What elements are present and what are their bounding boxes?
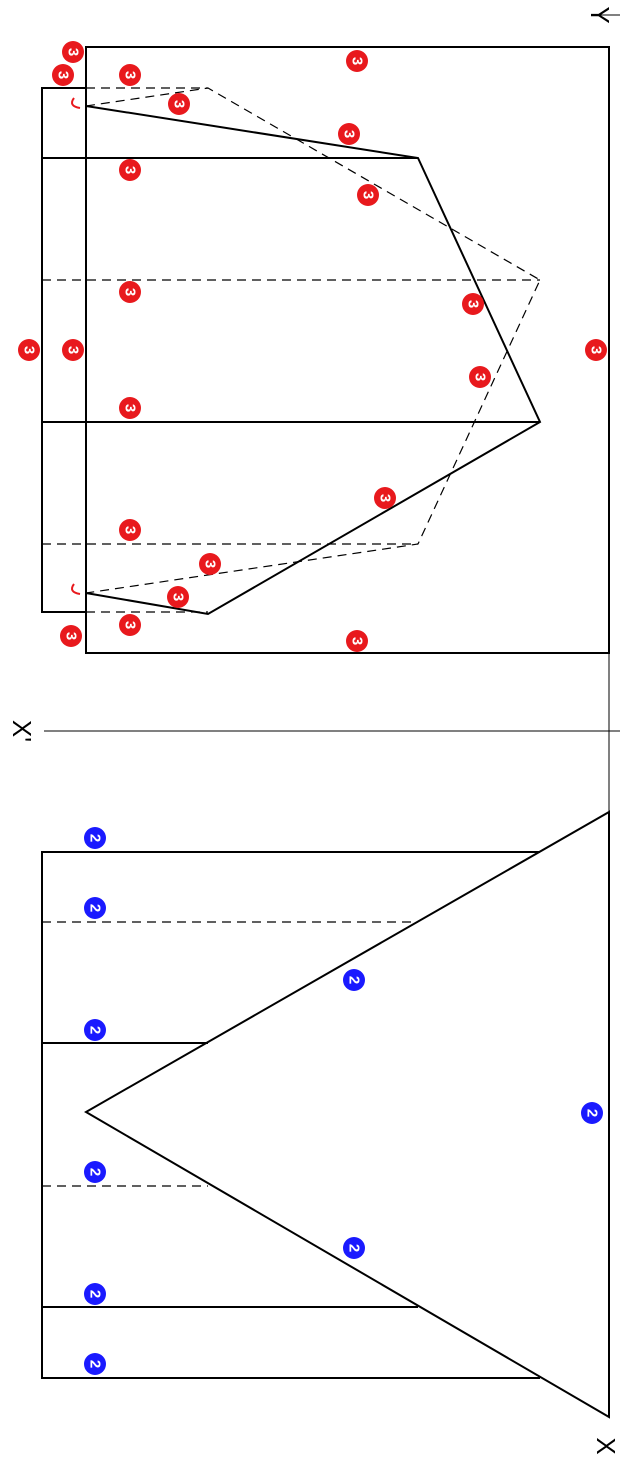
upper-view-hidden-outline bbox=[85, 87, 541, 594]
badge-label: 3 bbox=[360, 191, 377, 199]
badge-label: 2 bbox=[346, 1244, 363, 1252]
badge-red: 3 bbox=[119, 159, 141, 181]
badge-red: 3 bbox=[338, 123, 360, 145]
axis-label-y: Y bbox=[585, 6, 615, 23]
badge-red: 3 bbox=[357, 184, 379, 206]
badge-label: 3 bbox=[65, 346, 82, 354]
badge-red: 3 bbox=[119, 397, 141, 419]
badge-red: 3 bbox=[62, 41, 84, 63]
badge-label: 3 bbox=[65, 48, 82, 56]
badge-red: 3 bbox=[374, 487, 396, 509]
badge-red: 3 bbox=[119, 281, 141, 303]
upper-view-solid-outline bbox=[85, 104, 542, 616]
tick-mark-top bbox=[71, 97, 81, 109]
badge-label: 3 bbox=[63, 632, 80, 640]
badge-red: 3 bbox=[168, 93, 190, 115]
upper-view-base-slab bbox=[41, 87, 86, 613]
blue-badges: 2 2 2 2 2 2 2 2 2 bbox=[84, 827, 603, 1375]
axis-label-x: X bbox=[591, 1437, 620, 1454]
badge-red: 3 bbox=[346, 630, 368, 652]
lower-view-triangle bbox=[84, 810, 610, 1419]
badge-label: 2 bbox=[87, 1168, 104, 1176]
badge-label: 3 bbox=[122, 404, 139, 412]
badge-blue: 2 bbox=[84, 1019, 106, 1041]
badge-label: 2 bbox=[87, 1290, 104, 1298]
badge-label: 3 bbox=[21, 346, 38, 354]
badge-label: 3 bbox=[472, 373, 489, 381]
badge-red: 3 bbox=[60, 625, 82, 647]
badge-label: 3 bbox=[349, 57, 366, 65]
badge-label: 3 bbox=[122, 288, 139, 296]
badge-red: 3 bbox=[62, 339, 84, 361]
badge-label: 3 bbox=[349, 637, 366, 645]
badge-label: 2 bbox=[584, 1109, 601, 1117]
badge-label: 3 bbox=[55, 71, 72, 79]
badge-blue: 2 bbox=[84, 1353, 106, 1375]
axis-label-x-prime: X' bbox=[7, 720, 37, 742]
badge-label: 2 bbox=[87, 1360, 104, 1368]
badge-label: 3 bbox=[122, 621, 139, 629]
badge-label: 3 bbox=[465, 300, 482, 308]
badge-red: 3 bbox=[199, 553, 221, 575]
badge-blue: 2 bbox=[84, 897, 106, 919]
lower-view-frame bbox=[41, 851, 540, 1379]
badge-red: 3 bbox=[119, 64, 141, 86]
badge-label: 3 bbox=[122, 526, 139, 534]
badge-red: 3 bbox=[462, 293, 484, 315]
tick-mark-bottom bbox=[71, 583, 81, 595]
badge-blue: 2 bbox=[84, 1161, 106, 1183]
badge-red: 3 bbox=[167, 586, 189, 608]
badge-blue: 2 bbox=[84, 827, 106, 849]
badge-blue: 2 bbox=[343, 969, 365, 991]
badge-red: 3 bbox=[346, 50, 368, 72]
red-badges: 3 3 3 3 3 3 3 3 3 3 3 3 3 3 3 3 3 3 3 3 … bbox=[18, 41, 607, 652]
badge-label: 3 bbox=[171, 100, 188, 108]
badge-red: 3 bbox=[469, 366, 491, 388]
badge-red: 3 bbox=[119, 614, 141, 636]
badge-red: 3 bbox=[119, 519, 141, 541]
upper-view bbox=[41, 46, 610, 654]
badge-label: 2 bbox=[346, 976, 363, 984]
lower-view bbox=[41, 810, 610, 1419]
badge-blue: 2 bbox=[343, 1237, 365, 1259]
badge-label: 3 bbox=[170, 593, 187, 601]
badge-blue: 2 bbox=[581, 1102, 603, 1124]
badge-label: 3 bbox=[202, 560, 219, 568]
badge-label: 3 bbox=[341, 130, 358, 138]
badge-label: 3 bbox=[122, 71, 139, 79]
badge-blue: 2 bbox=[84, 1283, 106, 1305]
badge-label: 3 bbox=[377, 494, 394, 502]
badge-red: 3 bbox=[18, 339, 40, 361]
badge-label: 3 bbox=[588, 346, 605, 354]
badge-label: 2 bbox=[87, 904, 104, 912]
badge-label: 2 bbox=[87, 1026, 104, 1034]
badge-label: 3 bbox=[122, 166, 139, 174]
badge-label: 2 bbox=[87, 834, 104, 842]
badge-red: 3 bbox=[52, 64, 74, 86]
badge-red: 3 bbox=[585, 339, 607, 361]
